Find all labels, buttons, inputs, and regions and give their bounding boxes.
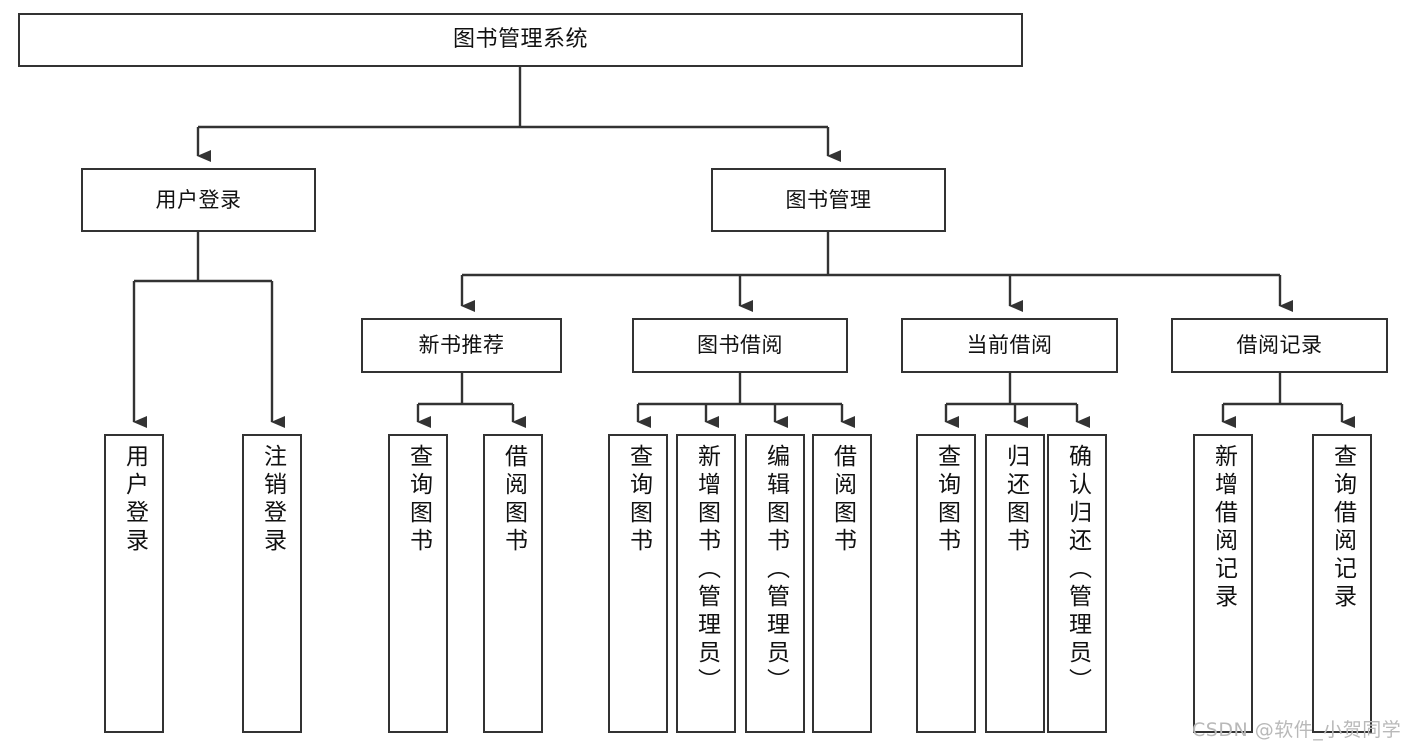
node-label: 注销登录: [259, 444, 286, 556]
node-current-borrow[interactable]: 当前借阅: [901, 318, 1118, 373]
node-label: 借阅记录: [1236, 333, 1323, 358]
node-label: 用户登录: [155, 187, 242, 212]
watermark-text: CSDN @软件_小贺同学: [1192, 719, 1402, 741]
leaf-book-borrow-borrow[interactable]: 借阅图书: [812, 434, 872, 733]
leaf-borrow-record-add[interactable]: 新增借阅记录: [1193, 434, 1253, 733]
leaf-current-borrow-confirm-return[interactable]: 确认归还（管理员）: [1047, 434, 1107, 733]
node-label: 编辑图书（管理员）: [762, 444, 789, 696]
node-new-book-recommend[interactable]: 新书推荐: [361, 318, 562, 373]
node-label: 新增借阅记录: [1210, 444, 1237, 612]
leaf-current-borrow-return[interactable]: 归还图书: [985, 434, 1045, 733]
leaf-new-book-borrow[interactable]: 借阅图书: [483, 434, 543, 733]
node-label: 图书借阅: [697, 333, 783, 358]
leaf-book-borrow-edit[interactable]: 编辑图书（管理员）: [745, 434, 805, 733]
node-label: 新书推荐: [418, 333, 505, 358]
node-label: 查询借阅记录: [1329, 444, 1356, 612]
node-label: 确认归还（管理员）: [1064, 444, 1091, 696]
node-label: 新增图书（管理员）: [693, 444, 720, 696]
node-label: 借阅图书: [500, 444, 527, 556]
leaf-new-book-query[interactable]: 查询图书: [388, 434, 448, 733]
node-label: 查询图书: [405, 444, 432, 556]
leaf-current-borrow-query[interactable]: 查询图书: [916, 434, 976, 733]
node-label: 图书管理: [785, 187, 872, 212]
node-book-management[interactable]: 图书管理: [711, 168, 946, 232]
node-label: 查询图书: [933, 444, 960, 556]
leaf-book-borrow-query[interactable]: 查询图书: [608, 434, 668, 733]
leaf-borrow-record-query[interactable]: 查询借阅记录: [1312, 434, 1372, 733]
leaf-user-login-signin[interactable]: 用户登录: [104, 434, 164, 733]
node-book-borrow[interactable]: 图书借阅: [632, 318, 848, 373]
leaf-book-borrow-add[interactable]: 新增图书（管理员）: [676, 434, 736, 733]
leaf-user-login-signout[interactable]: 注销登录: [242, 434, 302, 733]
node-label: 当前借阅: [966, 333, 1053, 358]
node-label: 查询图书: [625, 444, 652, 556]
node-label: 图书管理系统: [452, 27, 588, 53]
node-borrow-record[interactable]: 借阅记录: [1171, 318, 1388, 373]
node-root-book-management-system[interactable]: 图书管理系统: [18, 13, 1023, 67]
node-user-login[interactable]: 用户登录: [81, 168, 316, 232]
node-label: 归还图书: [1002, 444, 1029, 556]
node-label: 借阅图书: [829, 444, 856, 556]
node-label: 用户登录: [121, 444, 148, 556]
